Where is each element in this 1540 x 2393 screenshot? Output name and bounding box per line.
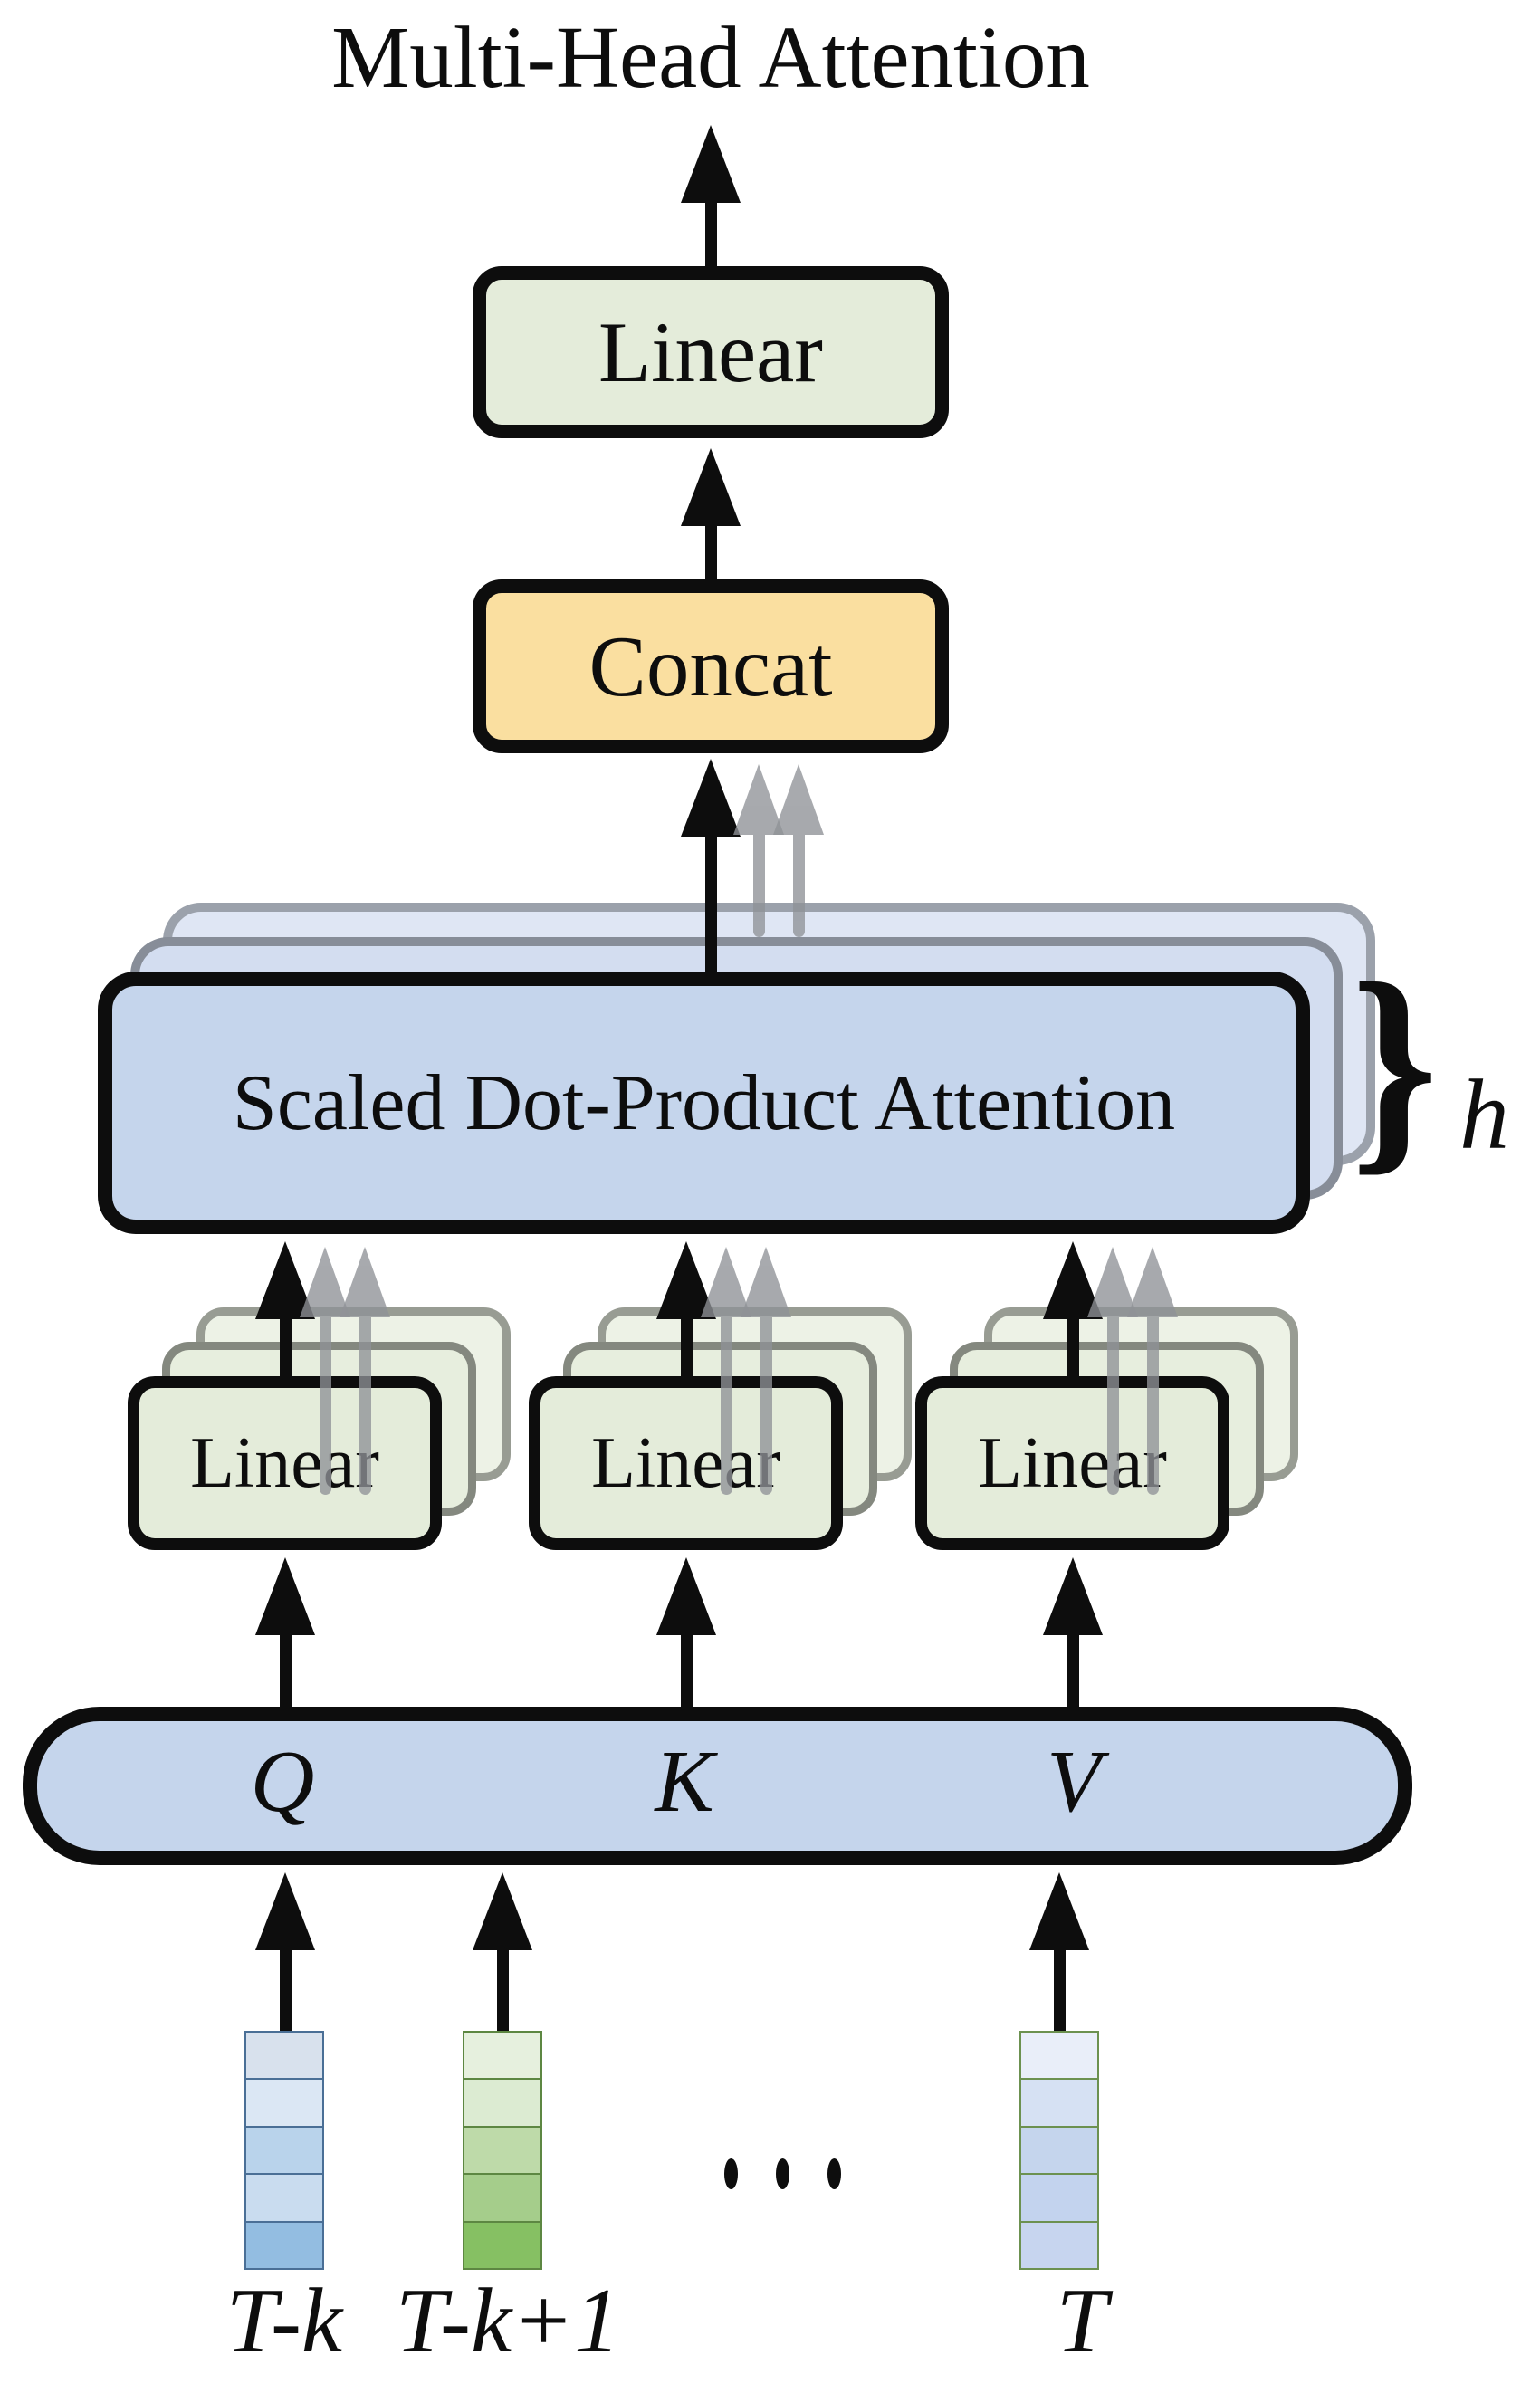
arrow-head-icon xyxy=(1029,1872,1089,1950)
arrow-shaft xyxy=(1106,1317,1119,1495)
linear-q-label: Linear xyxy=(190,1422,379,1503)
linear-v-box: Linear xyxy=(915,1376,1229,1550)
arrow-shaft xyxy=(1067,1319,1079,1376)
v-label: V xyxy=(1047,1733,1101,1831)
vector-cell xyxy=(1019,2173,1099,2223)
input-tk1-arrow xyxy=(473,1872,532,2031)
concat-label: Concat xyxy=(588,618,833,714)
arrow-shaft xyxy=(1067,1635,1079,1709)
vector-cell xyxy=(463,2031,542,2081)
vector-cell xyxy=(244,2078,324,2128)
ellipsis-dots xyxy=(724,2158,841,2189)
arrow-shaft xyxy=(760,1317,772,1495)
attention-to-concat-arrow xyxy=(681,759,741,972)
arrow-shaft xyxy=(359,1317,371,1495)
arrow-head-icon xyxy=(1043,1557,1103,1635)
arrow-shaft xyxy=(680,1319,693,1376)
input-vector-t xyxy=(1019,2031,1099,2271)
qkv-bar xyxy=(23,1707,1412,1865)
input-t-arrow xyxy=(1029,1872,1089,2031)
input-tk-arrow xyxy=(255,1872,315,2031)
dot-icon xyxy=(827,2158,841,2189)
dot-icon xyxy=(776,2158,789,2189)
input-vector-tk1 xyxy=(463,2031,542,2271)
arrow-head-icon xyxy=(773,764,824,835)
arrow-shaft xyxy=(704,837,717,972)
arrow-shaft xyxy=(792,835,805,937)
arrow-head-icon xyxy=(681,448,741,526)
arrow-head-icon xyxy=(473,1872,532,1950)
linear-q3-to-attention-arrow xyxy=(340,1247,390,1495)
vector-cell xyxy=(1019,2220,1099,2271)
arrow-head-icon xyxy=(255,1872,315,1950)
linear-k3-to-attention-arrow xyxy=(741,1247,791,1495)
input-vector-tk xyxy=(244,2031,324,2271)
arrow-head-icon xyxy=(340,1247,390,1317)
attention-label: Scaled Dot-Product Attention xyxy=(232,1058,1176,1147)
heads-brace: } xyxy=(1351,935,1439,1194)
output-arrow xyxy=(681,125,741,266)
linear-q-box: Linear xyxy=(128,1376,442,1550)
arrow-shaft xyxy=(704,526,717,579)
bar-to-linear-q-arrow xyxy=(255,1557,315,1709)
input-label-tk1: T-k+1 xyxy=(395,2270,621,2372)
arrow-shaft xyxy=(279,1635,292,1709)
bar-to-linear-k-arrow xyxy=(656,1557,716,1709)
arrow-head-icon xyxy=(741,1247,791,1317)
arrow-head-icon xyxy=(255,1557,315,1635)
dot-icon xyxy=(724,2158,738,2189)
linear-output-label: Linear xyxy=(598,304,823,400)
arrow-shaft xyxy=(279,1319,292,1376)
vector-cell xyxy=(463,2125,542,2176)
q-label: Q xyxy=(250,1733,315,1831)
vector-cell xyxy=(463,2173,542,2223)
arrow-head-icon xyxy=(656,1557,716,1635)
bar-to-linear-v-arrow xyxy=(1043,1557,1103,1709)
arrow-shaft xyxy=(720,1317,732,1495)
vector-cell xyxy=(244,2220,324,2271)
arrow-head-icon xyxy=(681,759,741,837)
arrow-shaft xyxy=(319,1317,331,1495)
k-label: K xyxy=(655,1733,714,1831)
vector-cell xyxy=(244,2031,324,2081)
vector-cell xyxy=(244,2125,324,2176)
diagram-title: Multi-Head Attention xyxy=(331,9,1090,106)
concat-box: Concat xyxy=(473,579,949,753)
concat-to-linear-arrow xyxy=(681,448,741,579)
arrow-shaft xyxy=(704,203,717,266)
vector-cell xyxy=(463,2220,542,2271)
vector-cell xyxy=(463,2078,542,2128)
arrow-shaft xyxy=(680,1635,693,1709)
heads-count-label: h xyxy=(1459,1059,1509,1170)
arrow-head-icon xyxy=(1127,1247,1178,1317)
vector-cell xyxy=(244,2173,324,2223)
arrow-shaft xyxy=(752,835,765,937)
vector-cell xyxy=(1019,2031,1099,2081)
arrow-shaft xyxy=(1053,1950,1066,2031)
linear-v-label: Linear xyxy=(978,1422,1167,1503)
arrow-head-icon xyxy=(681,125,741,203)
vector-cell xyxy=(1019,2125,1099,2176)
attention-box: Scaled Dot-Product Attention xyxy=(98,972,1310,1234)
input-label-tk: T-k xyxy=(225,2270,343,2372)
linear-k-box: Linear xyxy=(529,1376,843,1550)
arrow-shaft xyxy=(1146,1317,1159,1495)
vector-cell xyxy=(1019,2078,1099,2128)
linear-output-box: Linear xyxy=(473,266,949,438)
linear-v3-to-attention-arrow xyxy=(1127,1247,1178,1495)
input-label-t: T xyxy=(1056,2270,1108,2372)
attention-head3-to-concat-arrow xyxy=(773,764,824,937)
linear-k-label: Linear xyxy=(591,1422,780,1503)
arrow-shaft xyxy=(496,1950,509,2031)
arrow-shaft xyxy=(279,1950,292,2031)
